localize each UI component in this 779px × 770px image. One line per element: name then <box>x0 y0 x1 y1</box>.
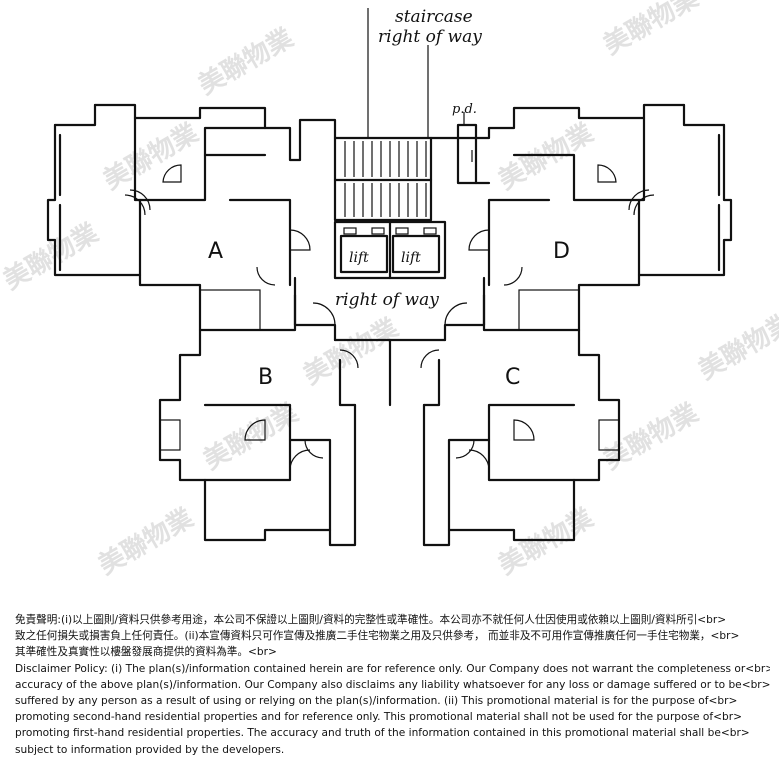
floor-plan-drawing: 美聯物業 美聯物業 美聯物業 美聯物業 美聯物業 美聯物業 美聯物業 美聯物業 … <box>0 0 779 581</box>
floor-plan: 美聯物業 美聯物業 美聯物業 美聯物業 美聯物業 美聯物業 美聯物業 美聯物業 … <box>0 0 779 581</box>
right-of-way-center-label: right of way <box>335 290 439 310</box>
disclaimer-line: promoting first-hand residential propert… <box>15 727 750 740</box>
unit-b-plan <box>158 328 392 547</box>
staircase-label: staircase <box>395 7 473 27</box>
watermark: 美聯物業 <box>193 22 299 101</box>
unit-a-label: A <box>208 239 223 264</box>
disclaimer-line: 免責聲明:(i)以上圖則/資料只供參考用途，本公司不保證以上圖則/資料的完整性或… <box>15 614 727 626</box>
unit-d-plan <box>429 103 733 332</box>
watermark: 美聯物業 <box>198 397 304 476</box>
unit-d-label: D <box>553 239 570 264</box>
watermark: 美聯物業 <box>598 0 704 61</box>
unit-c-plan <box>388 328 621 547</box>
watermark: 美聯物業 <box>93 502 199 581</box>
disclaimer-line: subject to information provided by the d… <box>15 743 285 756</box>
unit-c-label: C <box>505 365 520 390</box>
unit-b-label: B <box>258 365 273 390</box>
right-of-way-top-label: right of way <box>378 27 482 47</box>
stair-treads <box>344 141 427 217</box>
watermark: 美聯物業 <box>493 502 599 581</box>
pipe-duct <box>456 112 478 185</box>
watermark: 美聯物業 <box>693 307 779 386</box>
watermark: 美聯物業 <box>98 117 204 196</box>
lift-shafts <box>333 220 447 280</box>
disclaimer-line: promoting second-hand residential proper… <box>15 711 742 724</box>
unit-a-plan <box>46 103 337 332</box>
lift-1-label: lift <box>349 250 369 266</box>
watermark: 美聯物業 <box>598 397 704 476</box>
disclaimer-line: Disclaimer Policy: (i) The plan(s)/infor… <box>15 662 770 675</box>
disclaimer-line: 致之任何損失或損害負上任何責任。(ii)本宣傳資料只可作宣傳及推廣二手住宅物業之… <box>15 630 740 643</box>
disclaimer-line: suffered by any person as a result of us… <box>15 695 738 708</box>
lift-2-label: lift <box>401 250 421 266</box>
pd-label: p.d. <box>452 102 477 117</box>
disclaimer-line: 其準確性及真實性以樓盤發展商提供的資料為準。<br> <box>15 646 277 659</box>
disclaimer: 免責聲明:(i)以上圖則/資料只供參考用途，本公司不保證以上圖則/資料的完整性或… <box>15 612 770 758</box>
disclaimer-line: accuracy of the above plan(s)/informatio… <box>15 678 770 691</box>
watermark: 美聯物業 <box>0 217 104 296</box>
central-lobby <box>293 276 486 342</box>
staircase <box>333 8 433 222</box>
